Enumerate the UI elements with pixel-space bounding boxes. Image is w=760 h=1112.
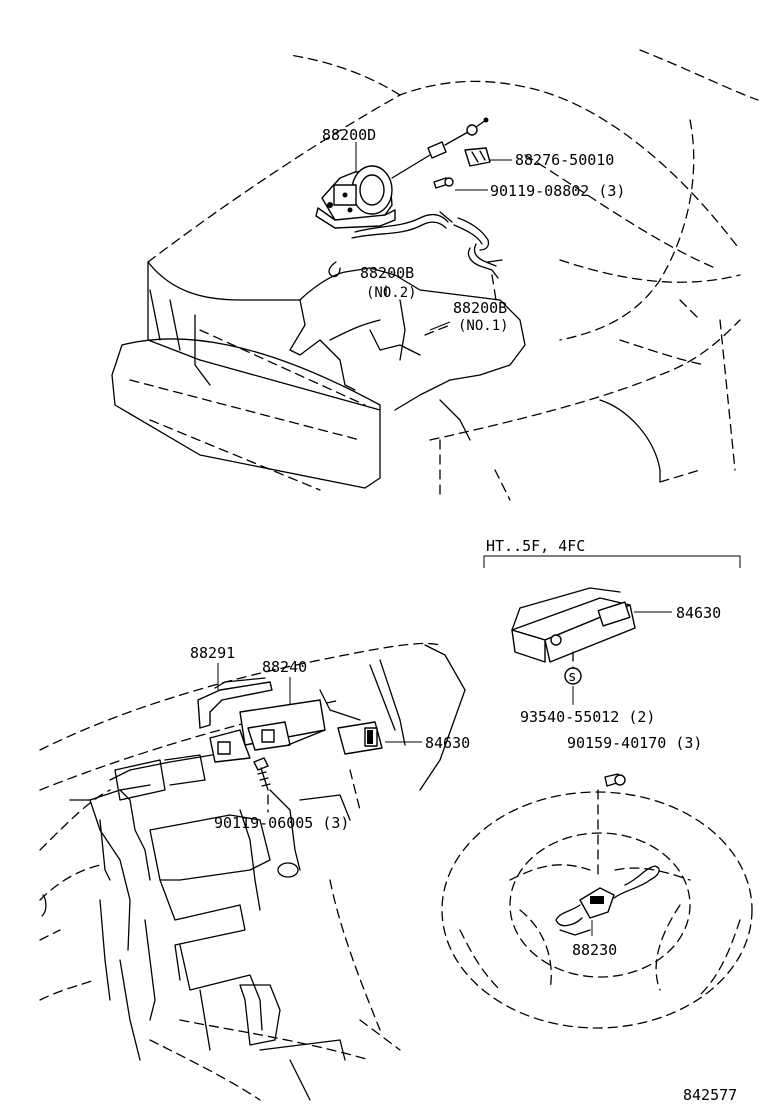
cruise-computer-drawing [209,699,326,763]
variant-bracket-line [483,555,741,568]
dash-bolt-drawing [253,757,271,791]
steering-wheel-drawing [441,773,753,1029]
label-hose-no2: 88200B [360,264,414,282]
engine-compartment-illustration [111,49,759,501]
label-dash-bracket: 88291 [190,644,235,662]
dash-switch-drawing [337,721,383,755]
variant-header: HT..5F, 4FC [486,537,585,555]
label-washer: 93540-55012 (2) [520,708,655,726]
alt-switch-drawing [511,587,636,663]
hoses-drawing [328,211,503,279]
label-actuator: 88200D [322,126,376,144]
leader-lines-top [355,142,512,331]
diagram-id: 842577 [683,1086,737,1104]
washer-drawing: s [564,667,582,685]
dashboard-illustration [39,642,466,1101]
label-bolt-actuator: 90119-08802 (3) [490,182,625,200]
label-dash-switch: 84630 [425,734,470,752]
cruise-actuator-drawing [315,117,491,229]
label-computer: 88240 [262,658,307,676]
washer-glyph: s [568,669,576,685]
label-hose-no2-sub: (NO.2) [366,285,417,301]
label-dash-bolt: 90119-06005 (3) [214,814,349,832]
label-wheel-switch: 88230 [572,941,617,959]
label-bracket: 88276-50010 [515,151,614,169]
leader-lines-variant [572,611,672,705]
label-hose-no1: 88200B [453,299,507,317]
leader-lines-dash [217,663,422,813]
label-alt-switch: 84630 [676,604,721,622]
label-screw-wheel: 90159-40170 (3) [567,734,702,752]
label-hose-no1-sub: (NO.1) [458,318,509,334]
